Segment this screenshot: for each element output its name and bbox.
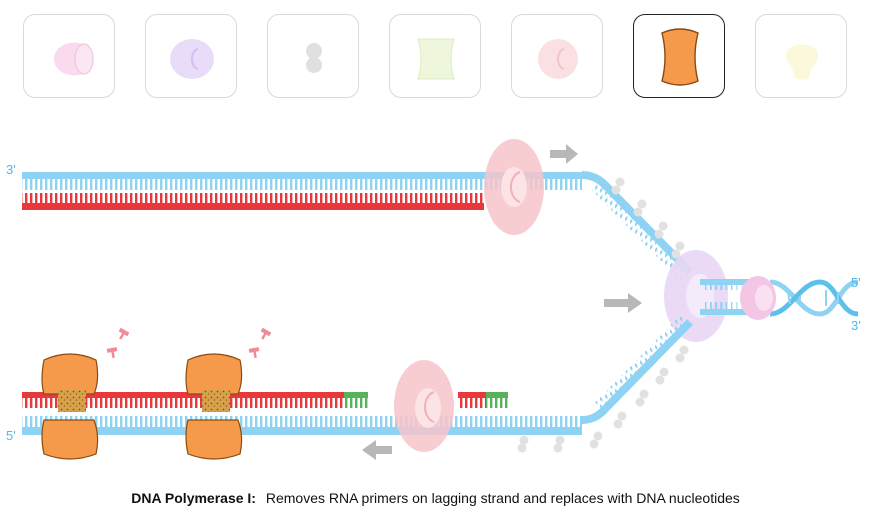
tile-polymerase-iii[interactable] [511, 14, 603, 98]
tile-ligase[interactable] [389, 14, 481, 98]
okazaki-backbone-2 [458, 392, 486, 398]
caption-title: DNA Polymerase I: [131, 490, 256, 506]
leading-strand [22, 171, 693, 281]
lagging-strand [22, 315, 693, 435]
lower-fork-arm-bases [593, 315, 689, 413]
ssb-protein [611, 177, 625, 195]
polymerase-i-2 [185, 353, 243, 460]
ssb-protein [633, 199, 647, 217]
ssb-protein [671, 241, 685, 259]
released-nucleotide [260, 327, 272, 340]
arrow-right-leading [550, 144, 578, 164]
upper-fork-arm-bases [591, 181, 689, 281]
rna-primer-2 [486, 392, 508, 398]
tile-polymerase-i[interactable] [633, 14, 725, 98]
template-bases-bottom [22, 416, 582, 427]
ssb-protein [635, 389, 649, 407]
ssb-proteins-upper [611, 177, 685, 259]
polymerase-iii-leading [484, 139, 544, 235]
label-3-prime-top-left: 3' [6, 162, 16, 177]
dna-nucleotides-fill [58, 390, 86, 412]
ssb-protein [613, 411, 627, 429]
helicase-icon [54, 42, 94, 76]
polymerase-iii-lagging [394, 360, 454, 452]
okazaki-bases-1 [22, 398, 344, 408]
ssb-protein [655, 367, 669, 385]
ssb-protein-icon [306, 43, 322, 73]
primase [740, 276, 776, 320]
lower-fork-arm [581, 319, 693, 424]
template-bases-top [22, 179, 582, 190]
ssb-proteins-lower [517, 345, 689, 453]
dna-nucleotides-fill [202, 390, 230, 412]
ssb-protein [589, 431, 603, 449]
ssb-protein [654, 221, 668, 239]
arrow-right-fork [604, 293, 642, 313]
tile-primase[interactable] [145, 14, 237, 98]
caption-text: Removes RNA primers on lagging strand an… [265, 490, 740, 506]
polymerase-i-icon [661, 28, 699, 86]
ssb-protein [675, 345, 689, 363]
removed-primer-nucleotides [106, 327, 272, 359]
label-5-prime-right: 5' [851, 275, 861, 290]
label-5-prime-bottom-left: 5' [6, 428, 16, 443]
tile-helicase[interactable] [23, 14, 115, 98]
arrow-left-lagging [362, 440, 392, 460]
released-nucleotide [106, 347, 118, 359]
template-backbone-bottom [22, 427, 582, 435]
released-nucleotide [118, 327, 130, 340]
new-strand-bases-top [22, 193, 484, 203]
caption: DNA Polymerase I: Removes RNA primers on… [0, 490, 871, 506]
new-strand-backbone-top [22, 203, 484, 210]
ssb-protein [553, 435, 565, 453]
ligase-icon [417, 38, 455, 80]
polymerase-iii-icon [538, 39, 578, 79]
okazaki-backbone-1 [22, 392, 344, 398]
okazaki-bases-2 [458, 398, 486, 408]
polymerase-i-1 [41, 353, 99, 460]
label-3-prime-right: 3' [851, 318, 861, 333]
primase-icon [170, 39, 214, 79]
topoisomerase-icon [786, 44, 818, 80]
tile-topoisomerase[interactable] [755, 14, 847, 98]
rna-primer-2-bases [486, 398, 508, 408]
tile-ssb[interactable] [267, 14, 359, 98]
rna-primer-1-bases [344, 398, 368, 408]
template-backbone-top [22, 172, 582, 179]
ssb-protein [517, 435, 529, 453]
rna-primer-1 [344, 392, 368, 398]
upper-fork-arm [581, 171, 693, 275]
released-nucleotide [248, 347, 260, 359]
